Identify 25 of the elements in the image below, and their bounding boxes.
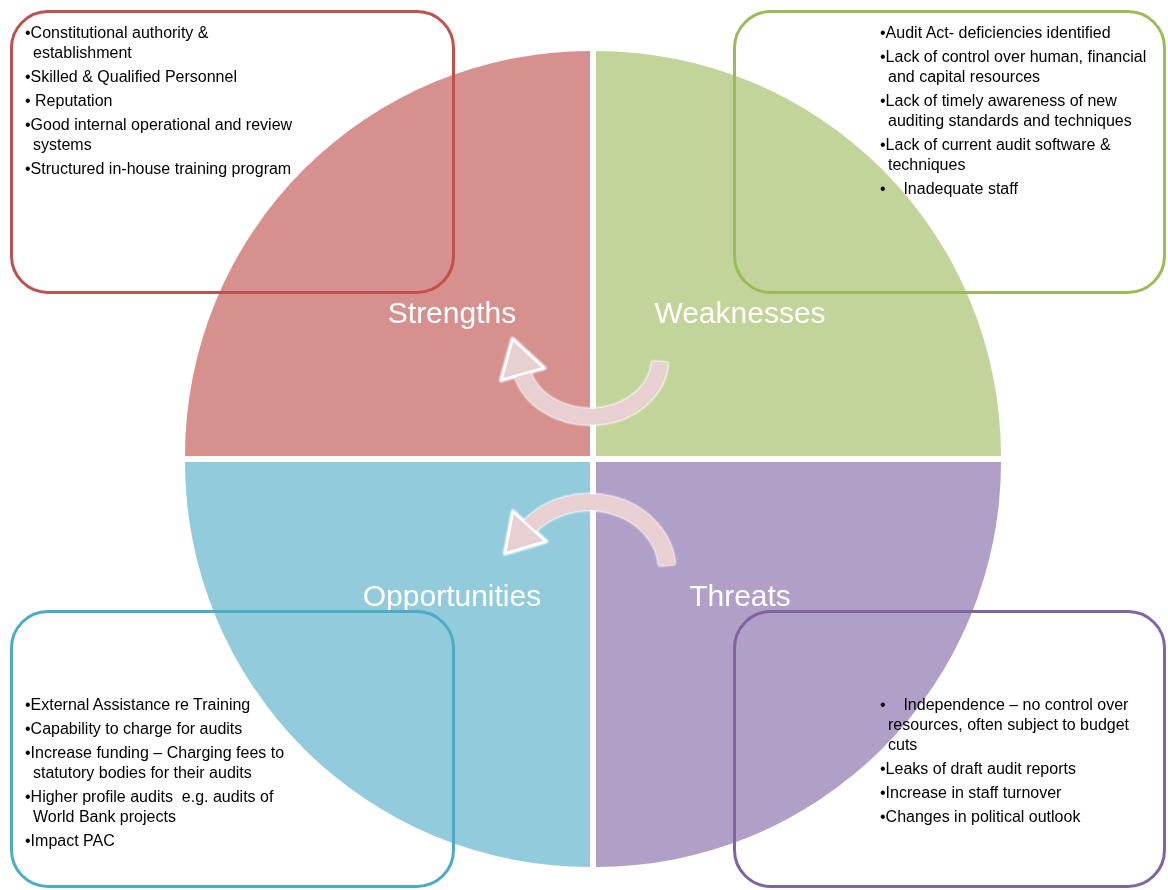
bullet-point: •Lack of control over human, financial and capital resources (880, 47, 1148, 87)
rounded-text-box (10, 610, 455, 888)
bullet-point: •Audit Act- deficiencies identified (880, 23, 1112, 43)
bullet-point: •Increase funding – Charging fees to statutory bodies for their audits (25, 743, 286, 783)
bullet-point: •Structured in-house training program (25, 159, 293, 179)
rounded-text-box (733, 610, 1166, 888)
quadrant-title: Opportunities (362, 579, 542, 613)
bullet-point: • Independence – no control over resources, often subject to budget cuts (880, 695, 1131, 755)
bullet-point: •Higher profile audits e.g. audits of World Bank projects (25, 787, 275, 827)
bullet-point: •Capability to charge for audits (25, 719, 244, 739)
bullet-point: •Lack of current audit software & techniques (880, 135, 1112, 175)
quadrant-title: Strengths (387, 296, 517, 330)
bullet-point: •External Assistance re Training (25, 695, 252, 715)
bullet-point: • Inadequate staff (880, 179, 1019, 199)
bullet-point: •Leaks of draft audit reports (880, 759, 1077, 779)
bullet-point: •Increase in staff turnover (880, 783, 1063, 803)
quadrant-title: Threats (689, 579, 791, 613)
bullet-point: •Changes in political outlook (880, 807, 1082, 827)
bullet-point: •Lack of timely awareness of new auditing standards and techniques (880, 91, 1133, 131)
quadrant-title: Weaknesses (654, 296, 826, 330)
bullet-point: • Reputation (25, 91, 114, 111)
bullet-point: •Constitutional authority & establishment (25, 23, 210, 63)
bullet-point: •Good internal operational and review systems (25, 115, 294, 155)
bullet-point: •Skilled & Qualified Personnel (25, 67, 238, 87)
bullet-point: •Impact PAC (25, 831, 116, 851)
